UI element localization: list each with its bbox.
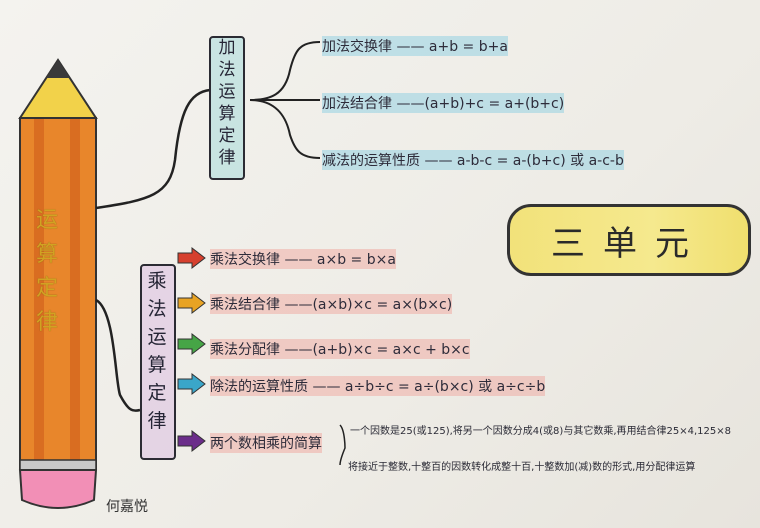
unit-title: 三单元 [507, 204, 751, 276]
addition-item-1: 加法交换律 —— a+b = b+a [322, 36, 508, 56]
addition-char-5: 定 [218, 126, 236, 146]
addition-char-2: 法 [218, 60, 236, 80]
pencil-drawing [18, 58, 98, 509]
addition-char-3: 运 [218, 82, 236, 102]
author-name: 何嘉悦 [106, 499, 148, 515]
note-1: 一个因数是25(或125),将另一个因数分成4(或8)与其它数乘,再用结合律25… [350, 426, 731, 437]
addition-char-4: 算 [218, 104, 236, 124]
note-2: 将接近于整数,十整百的因数转化成整十百,十整数加(减)数的形式,用分配律运算 [348, 462, 696, 473]
pencil-char-3: 定 [36, 276, 59, 301]
mult-char-5: 定 [147, 382, 167, 404]
pencil-label: 运 算 定 律 [36, 210, 58, 334]
addition-item-2: 加法结合律 ——(a+b)+c = a+(b+c) [322, 93, 565, 113]
addition-heading-box [209, 36, 245, 180]
mult-item-3: 乘法分配律 ——(a+b)×c = a×c + b×c [210, 339, 470, 359]
addition-heading: 加 法 运 算 定 律 [213, 40, 241, 167]
item-arrow-2 [177, 291, 206, 315]
pencil-char-1: 运 [36, 208, 59, 233]
mult-item-5: 两个数相乘的简算 [210, 433, 322, 453]
addition-char-6: 律 [218, 148, 236, 168]
mult-char-6: 律 [147, 410, 167, 432]
mult-char-1: 乘 [147, 270, 167, 292]
multiplication-heading: 乘 法 运 算 定 律 [143, 272, 171, 431]
pencil-char-2: 算 [36, 242, 59, 267]
item-arrow-5 [177, 429, 206, 453]
item-arrow-3 [177, 332, 206, 356]
addition-item-3: 减法的运算性质 —— a-b-c = a-(b+c) 或 a-c-b [322, 150, 624, 170]
mult-item-2: 乘法结合律 ——(a×b)×c = a×(b×c) [210, 294, 453, 314]
mult-char-2: 法 [147, 298, 167, 320]
multiplication-heading-box [140, 264, 176, 460]
mult-item-1: 乘法交换律 —— a×b = b×a [210, 249, 396, 269]
arrow-marks [177, 246, 206, 453]
pencil-char-4: 律 [36, 310, 59, 335]
mult-item-4: 除法的运算性质 —— a÷b÷c = a÷(b×c) 或 a÷c÷b [210, 376, 546, 396]
addition-char-1: 加 [218, 38, 236, 58]
item-arrow-1 [177, 246, 206, 270]
mult-char-4: 算 [147, 354, 167, 376]
item-arrow-4 [177, 372, 206, 396]
mult-char-3: 运 [147, 326, 167, 348]
